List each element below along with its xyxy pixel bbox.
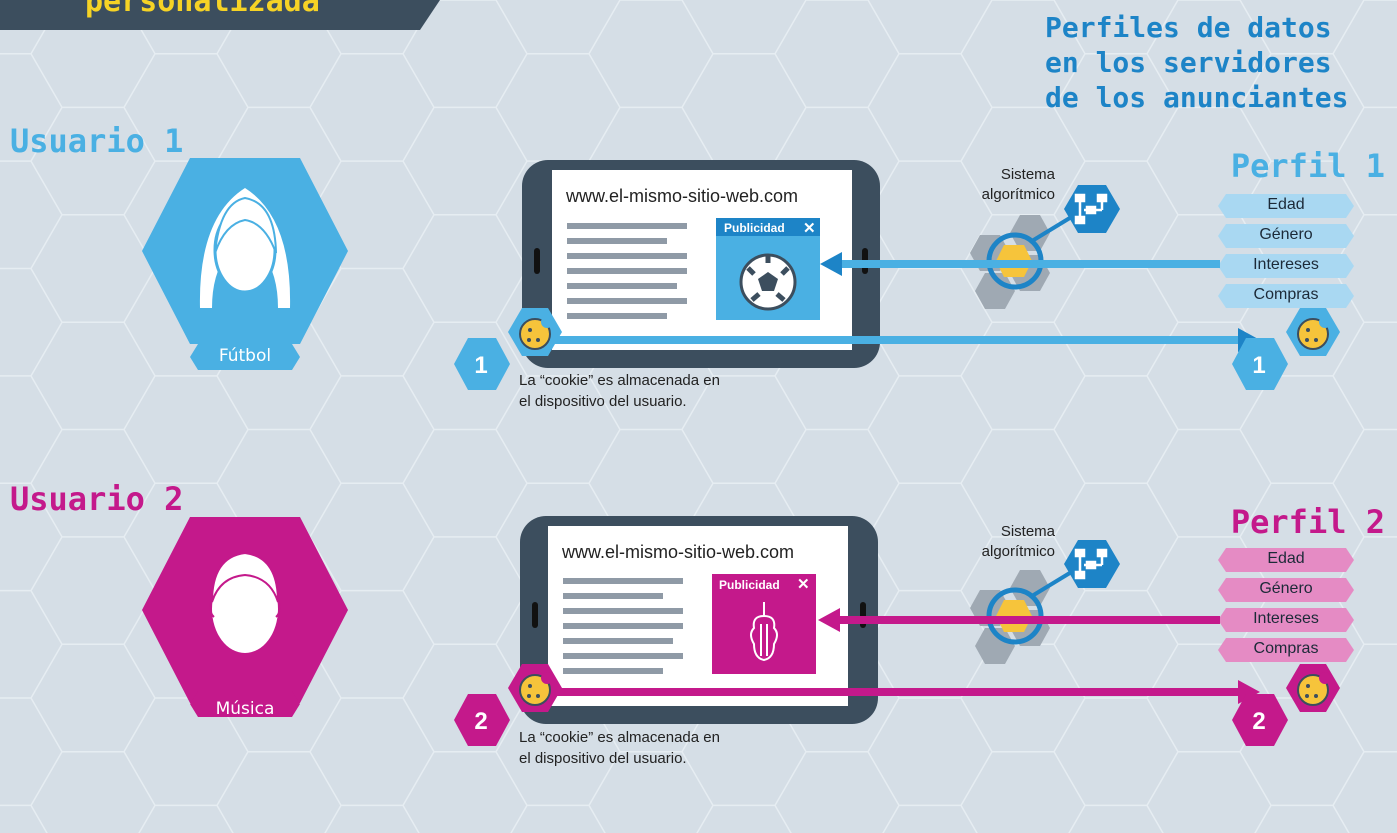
profile-1-field: Género	[1259, 226, 1313, 243]
server-header-line: de los anunciantes	[1045, 81, 1349, 114]
user-1-avatar	[142, 158, 348, 370]
cookie-icon	[1297, 316, 1331, 350]
caption-line: La “cookie” es almacenada en	[519, 372, 720, 389]
server-header-line: Perfiles de datos	[1045, 11, 1332, 44]
ad-2-label: Publicidad	[719, 578, 780, 592]
close-icon[interactable]: ✕	[797, 576, 810, 593]
profile-1-fields-bg	[1218, 194, 1354, 308]
profile-2-field: Género	[1259, 580, 1313, 597]
cookie-number-2-left: 2	[474, 708, 488, 735]
network-icon	[1074, 548, 1108, 580]
system-2-label: Sistema algorítmico	[940, 522, 1055, 562]
profile-2-field: Compras	[1253, 640, 1319, 657]
tablet-1	[522, 160, 880, 368]
flow-arrows-2	[550, 608, 1260, 704]
cookie-token-2-right	[1232, 664, 1340, 746]
server-header-line: en los servidores	[1045, 46, 1332, 79]
cookie-icon	[519, 672, 553, 706]
user-1-label: Usuario 1	[10, 122, 184, 160]
user-2-avatar	[142, 517, 348, 717]
tablet-1-url: www.el-mismo-sitio-web.com	[566, 186, 799, 206]
caption-line: el dispositivo del usuario.	[519, 750, 687, 767]
network-icon	[1074, 193, 1108, 225]
profile-2-field: Edad	[1267, 550, 1305, 567]
cookie-caption-1: La “cookie” es almacenada en el disposit…	[519, 370, 720, 412]
caption-line: el dispositivo del usuario.	[519, 393, 687, 410]
profile-1-field: Edad	[1267, 196, 1305, 213]
title-banner	[0, 0, 440, 30]
cookie-token-2-left	[454, 664, 562, 746]
cookie-token-1-left	[454, 308, 562, 390]
profile-2-field: Intereses	[1253, 610, 1319, 627]
profile-2-title: Perfil 2	[1230, 503, 1385, 541]
server-header: Perfiles de datos en los servidores de l…	[1045, 10, 1385, 115]
system-label-line: Sistema	[1000, 166, 1055, 183]
user-2-interest-tag: Música	[215, 699, 275, 719]
cookie-icon	[1297, 672, 1331, 706]
cookie-icon	[519, 316, 553, 350]
system-label-line: algorítmico	[981, 543, 1055, 560]
cookie-number-1-right: 1	[1252, 352, 1266, 379]
tablet-2	[520, 516, 878, 724]
profile-1-field: Intereses	[1253, 256, 1319, 273]
female-head-icon	[199, 188, 291, 308]
violin-icon	[750, 602, 778, 662]
cookie-number-2-right: 2	[1252, 708, 1266, 735]
ad-1-label: Publicidad	[724, 221, 785, 235]
caption-line: La “cookie” es almacenada en	[519, 729, 720, 746]
cookie-caption-2: La “cookie” es almacenada en el disposit…	[519, 727, 720, 769]
page-title: personalizada	[85, 0, 320, 19]
user-2-label: Usuario 2	[10, 480, 184, 518]
cookie-number-1-left: 1	[474, 352, 488, 379]
tablet-2-url: www.el-mismo-sitio-web.com	[562, 542, 795, 562]
male-head-icon	[209, 551, 281, 653]
user-1-interest-tag: Fútbol	[218, 346, 272, 366]
soccer-ball-icon	[739, 253, 797, 311]
close-icon[interactable]: ✕	[803, 220, 816, 237]
system-label-line: Sistema	[1000, 523, 1055, 540]
profile-1-field: Compras	[1253, 286, 1319, 303]
system-1-label: Sistema algorítmico	[940, 165, 1055, 205]
profile-1-title: Perfil 1	[1230, 147, 1385, 185]
system-label-line: algorítmico	[981, 186, 1055, 203]
cookie-token-1-right	[1232, 308, 1340, 390]
profile-2-fields-bg	[1218, 548, 1354, 662]
